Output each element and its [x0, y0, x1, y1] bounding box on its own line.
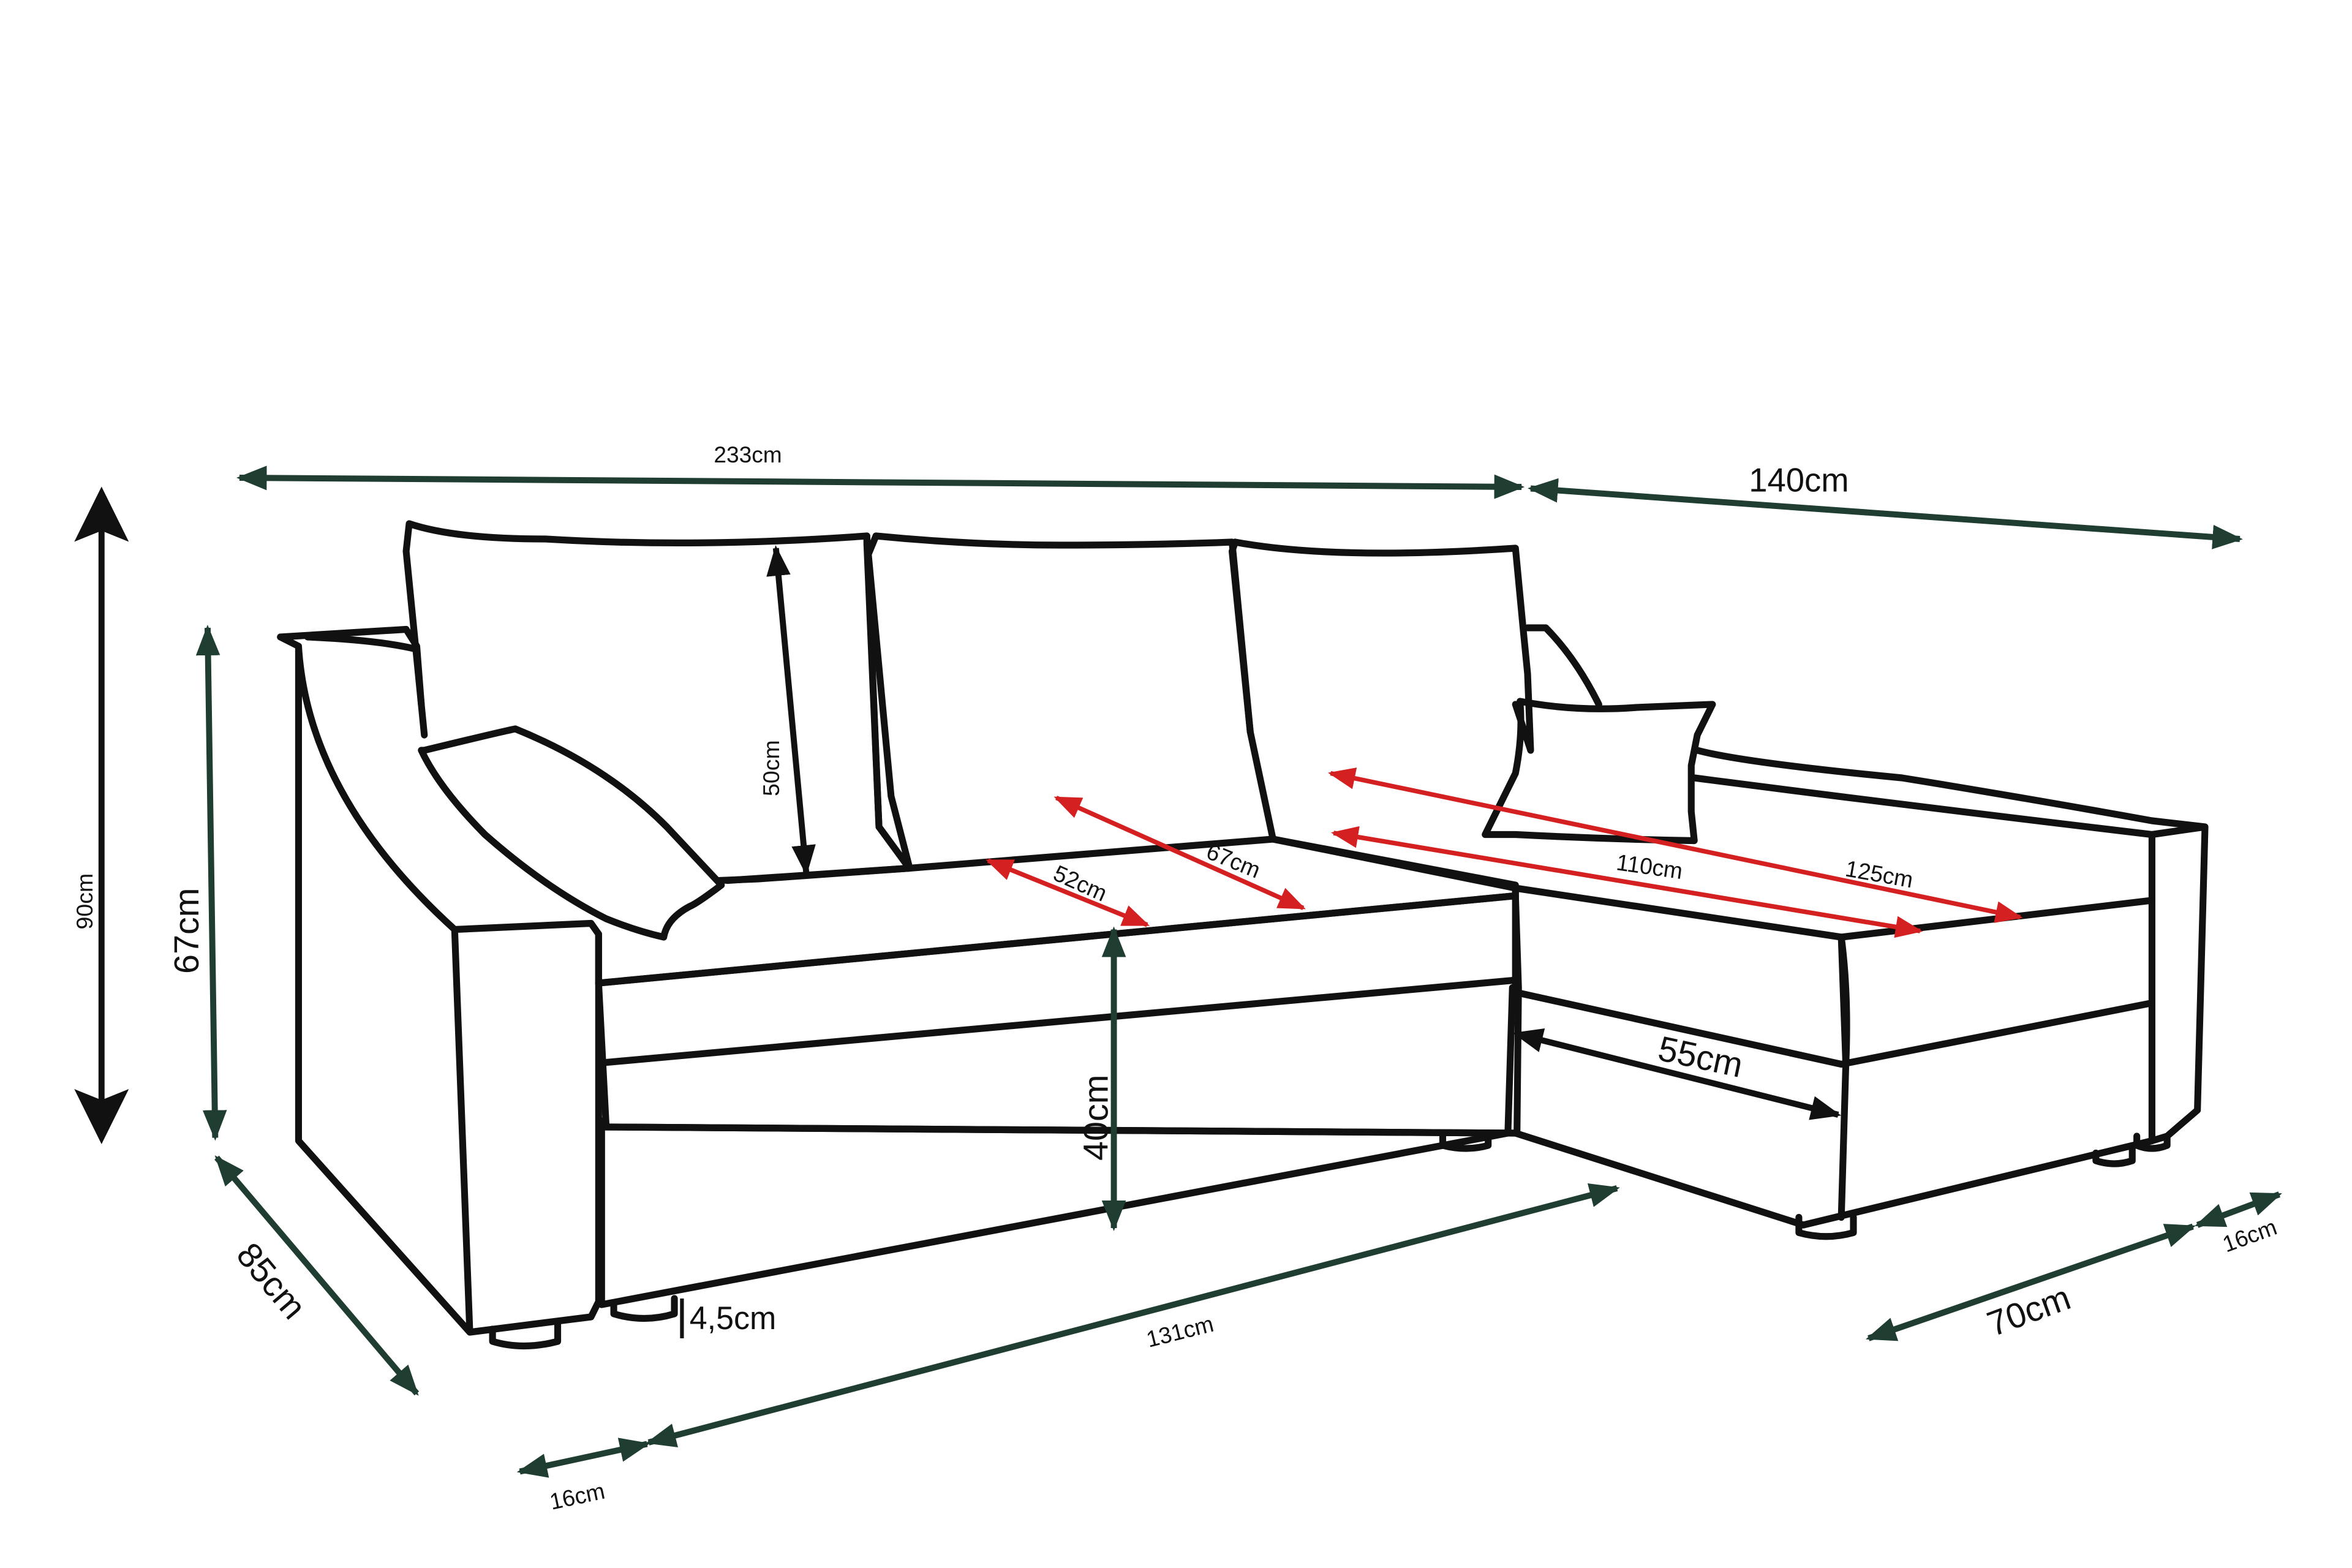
leg-chaise-front: [1795, 1213, 1857, 1240]
label-seat-height: 40cm: [1077, 1074, 1116, 1161]
label-leg-height: 4,5cm: [690, 1301, 776, 1336]
throw-pillow-right: [1482, 698, 1716, 845]
dim-line-chaise-width: [1528, 478, 2243, 549]
label-arm-height: 67cm: [167, 888, 206, 974]
label-front-length: 131cm: [1144, 1311, 1216, 1352]
dim-line-arm-left: [516, 1438, 650, 1478]
dimension-labels: 233cm 140cm 90cm 67cm 50cm 40cm 85cm 52c…: [72, 442, 2280, 1515]
label-arm-left: 16cm: [548, 1478, 607, 1515]
leg-chaise-back: [2092, 1145, 2136, 1167]
dim-line-depth: [214, 1155, 420, 1396]
left-armrest: [277, 625, 602, 1336]
leg-front-left: [489, 1321, 562, 1350]
dim-line-arm-right: [2194, 1191, 2282, 1228]
label-total-height: 90cm: [72, 873, 97, 930]
sofa-base-front: [598, 984, 1516, 1308]
dim-line-chaise-outer: [1328, 767, 2023, 923]
dimension-lines: [74, 466, 2282, 1478]
right-armrest: [1691, 747, 2209, 1145]
dim-line-backrest: [766, 545, 816, 876]
dim-line-chaise-step: [1512, 1028, 1842, 1120]
label-chaise-outer: 125cm: [1844, 855, 1915, 892]
label-chaise-front: 70cm: [1982, 1278, 2076, 1344]
dim-line-front-length: [646, 1183, 1620, 1448]
sofa-outline: [277, 520, 2209, 1350]
dim-line-chaise-inner: [1330, 826, 1923, 938]
label-depth: 85cm: [229, 1235, 314, 1327]
dim-line-chaise-front: [1866, 1223, 2196, 1341]
dim-line-seat-depth-back: [1054, 796, 1306, 910]
back-cushion-left: [402, 520, 913, 884]
label-backrest: 50cm: [758, 740, 784, 796]
throw-pillow-left: [418, 725, 725, 941]
label-chaise-width: 140cm: [1749, 461, 1849, 499]
dim-line-total-width: [236, 466, 1525, 499]
leg-back: [1439, 1129, 1492, 1152]
back-cushion-middle: [865, 532, 1276, 870]
dim-line-arm-height: [195, 625, 227, 1141]
label-total-width: 233cm: [714, 442, 782, 467]
label-arm-right: 16cm: [2219, 1214, 2280, 1257]
back-cushion-right: [1228, 538, 1534, 754]
label-chaise-inner: 110cm: [1615, 849, 1684, 884]
